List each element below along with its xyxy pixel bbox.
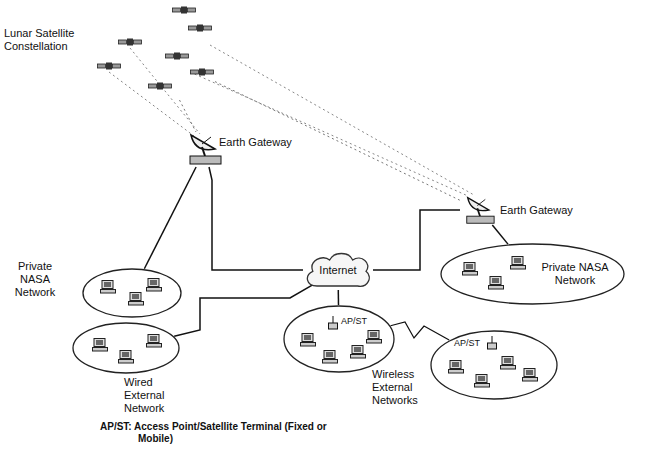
network-link: [338, 290, 340, 305]
ellipse-outline: [440, 243, 625, 305]
node-label: Private NASA Network: [535, 261, 615, 287]
ellipse-shape: [73, 323, 179, 373]
ellipse-shape: [83, 269, 181, 317]
network-ellipse: Private NASA Network: [440, 243, 625, 305]
node-label: Earth Gateway: [500, 204, 573, 217]
computer-icon: [511, 257, 526, 270]
node-label: Wired External Network: [124, 376, 184, 415]
ellipse-shape: [431, 331, 557, 399]
computer-icon: [501, 357, 516, 370]
satellite-link: [190, 72, 468, 196]
node-label: Lunar Satellite Constellation: [4, 27, 92, 53]
network-link: [209, 167, 303, 270]
computer-icon: [147, 279, 162, 292]
cloud-shape: [307, 254, 369, 287]
computer-icon: [367, 331, 382, 344]
computer-icon: [463, 263, 478, 276]
network-link: [174, 284, 313, 336]
network-ellipse: Wired External Network: [72, 322, 180, 374]
ellipse-outline: [283, 305, 395, 373]
computer-icon: [101, 281, 116, 294]
network-ellipse: AP/ST: [430, 330, 558, 400]
node-label: Earth Gateway: [219, 136, 292, 149]
satellite-icon: [191, 69, 214, 76]
network-ellipse: Private NASA Network: [82, 268, 182, 318]
network-link: [492, 225, 508, 244]
satellite-icon: [119, 39, 142, 46]
satellite-link: [215, 82, 460, 201]
footnote: AP/ST: Access Point/Satellite Terminal (…: [100, 421, 335, 445]
satellite-link: [109, 72, 194, 136]
satellite-links: [109, 45, 474, 196]
computer-icon: [351, 346, 366, 359]
satellite-link: [210, 45, 474, 195]
internet-cloud: Internet: [303, 250, 373, 290]
network-link: [144, 167, 196, 269]
earth-gateway: Earth Gateway: [460, 195, 500, 225]
computer-icon: [93, 339, 108, 352]
ellipse-outline: [72, 322, 180, 374]
access-point-icon: [488, 336, 497, 349]
ellipse-outline: [430, 330, 558, 400]
gateway-dish: [190, 135, 221, 164]
wireless-link: [391, 322, 450, 340]
node-label: Internet: [319, 264, 356, 277]
gateway-dish: [467, 198, 494, 224]
node-label: Wireless External Networks: [372, 368, 430, 407]
computer-icon: [323, 351, 338, 364]
ellipse-shape: [284, 306, 394, 372]
satellite-icon: [173, 7, 196, 14]
access-point-icon: [329, 316, 338, 329]
node-label: AP/ST: [454, 338, 480, 349]
network-ellipse: AP/STWireless External Networks: [283, 305, 395, 373]
ellipse-shape: [441, 244, 624, 304]
computer-icon: [147, 335, 162, 348]
network-link: [373, 210, 460, 270]
earth-gateway: Earth Gateway: [185, 132, 225, 167]
computer-icon: [119, 351, 134, 364]
satellite-icon: [149, 83, 172, 90]
node-label: Private NASA Network: [4, 260, 66, 299]
satellites: [98, 7, 214, 90]
ellipse-outline: [82, 268, 182, 318]
node-label: AP/ST: [341, 316, 367, 327]
satellite-link: [179, 100, 195, 132]
satellite-constellation: Lunar Satellite Constellation: [95, 5, 215, 100]
computer-icon: [301, 334, 316, 347]
satellite-icon: [98, 63, 121, 70]
computer-icon: [475, 375, 490, 388]
computer-icon: [129, 293, 144, 306]
satellite-link: [130, 48, 200, 134]
computer-icon: [489, 277, 504, 290]
satellite-icon: [166, 53, 189, 60]
satellite-icon: [189, 25, 212, 32]
computer-icon: [449, 361, 464, 374]
computer-icon: [523, 369, 538, 382]
